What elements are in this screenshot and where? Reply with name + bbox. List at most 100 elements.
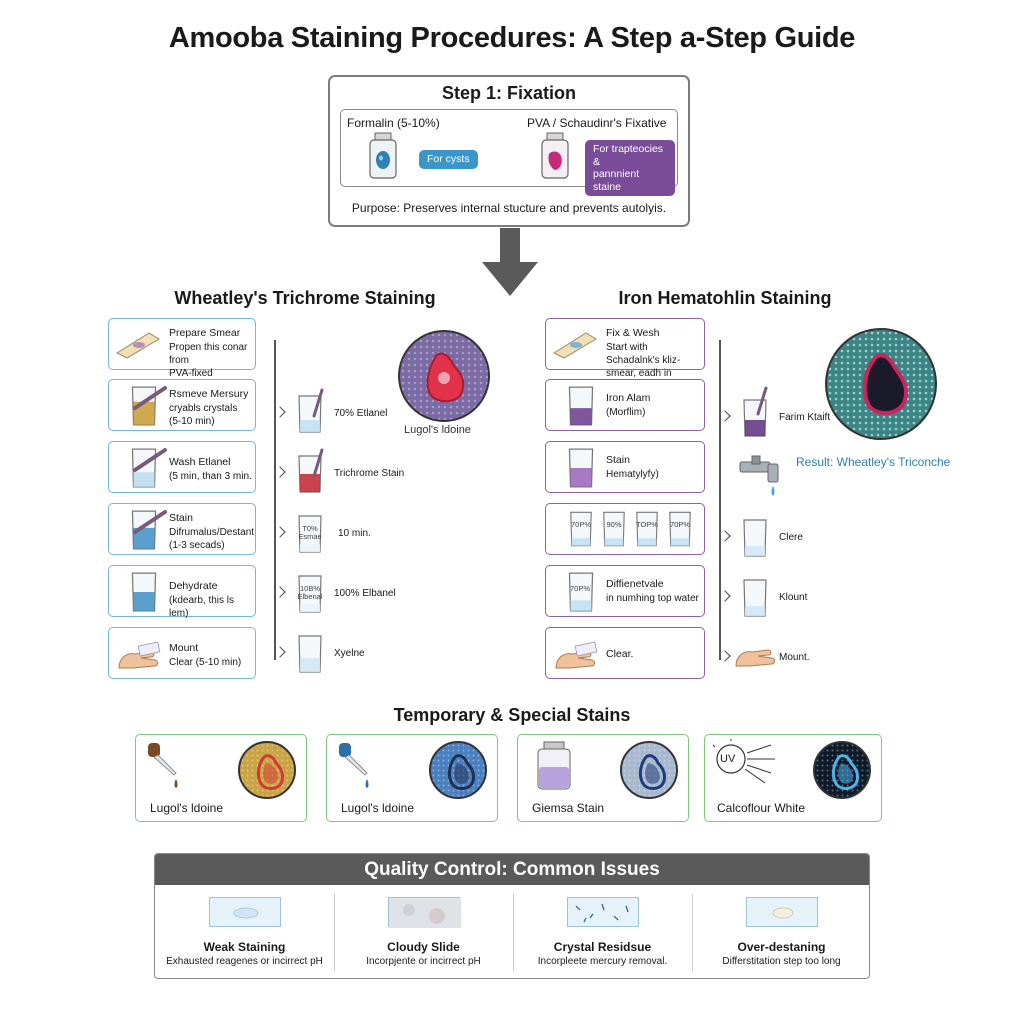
iron-step-line: (Morflim): [606, 406, 646, 418]
formalin-note-bubble: For cysts: [419, 150, 478, 169]
stir-rod-icon: [312, 388, 324, 418]
qc-slide-thumbnail: [208, 897, 281, 927]
beaker-label: T0% Esmae: [298, 524, 322, 542]
qc-issue-title: Over-destaning: [737, 940, 826, 954]
trichrome-title: Wheatley's Trichrome Staining: [174, 288, 436, 308]
stained-cell-micrograph: [813, 741, 871, 799]
beaker-label: 10B% Elbenal: [297, 584, 323, 602]
temporary-title: Temporary & Special Stains: [393, 705, 631, 725]
fixation-purpose: Purpose: Preserves internal stucture and…: [351, 201, 667, 215]
iron-step-card: Clear.: [545, 627, 705, 679]
beaker-label: 70P%: [570, 584, 591, 593]
iron-step-line: Hematylyfy): [606, 468, 659, 480]
iron-reagent-label: Klount: [779, 592, 808, 603]
beaker-icon: [741, 518, 769, 563]
temporary-stain-label: Lugol's ldoine: [341, 801, 415, 815]
iron-step-text: Iron Alam(Morflim): [606, 392, 704, 419]
qc-separator: [513, 894, 514, 972]
qc-issue-title: Crystal Residsue: [553, 940, 652, 954]
trichrome-step-title: Rsmeve Mersury: [169, 388, 249, 400]
formalin-jar-icon: [369, 132, 397, 179]
beaker-icon: 70P%: [568, 510, 594, 553]
faucet-icon: [738, 452, 788, 507]
trichrome-step-line: cryabls crystals: [169, 402, 238, 414]
temporary-stain-card: Lugol's ldoine: [135, 734, 307, 822]
iron-step-text: Clear.: [606, 648, 704, 662]
beaker-icon: [129, 509, 159, 556]
flow-arrow-icon: [274, 526, 286, 538]
down-arrow-icon: [482, 228, 538, 296]
beaker-label: TOP%: [636, 519, 658, 529]
trichrome-step-title: Mount: [169, 642, 199, 654]
temporary-stain-label: Lugol's ldoine: [150, 801, 224, 815]
flow-arrow-icon: [274, 646, 286, 658]
iron-step-line: in numhing top water: [606, 592, 699, 604]
pva-note-bubble: For trapteocies & pannnient staine: [585, 140, 675, 197]
beaker-label: 90%: [606, 519, 622, 529]
iron-reagent-label: Clere: [779, 532, 803, 543]
trichrome-reagent-label: 100% Elbanel: [334, 588, 396, 599]
giemsa-jar-icon: [537, 741, 571, 790]
stained-cell-micrograph: [238, 741, 296, 799]
quality-control-panel: Quality Control: Common Issues Weak Stai…: [154, 853, 870, 979]
uv-label: UV: [720, 753, 736, 765]
beaker-icon: 10B% Elbenal: [296, 574, 324, 619]
trichrome-step-card: Dehydrate(kdearb, this ls lem): [108, 565, 256, 620]
beaker-icon: [296, 394, 324, 439]
stir-rod-icon: [312, 448, 324, 478]
beaker-icon: [566, 385, 596, 432]
hand-mount-icon: [732, 636, 776, 673]
pva-jar-icon: [541, 132, 569, 179]
trichrome-step-line: (5 min, than 3 min.: [169, 470, 252, 482]
beaker-icon: T0% Esmae: [296, 514, 324, 559]
trichrome-reagent-label: 10 min.: [338, 528, 371, 539]
trichrome-step-line: (1-3 secads): [169, 539, 225, 551]
trichrome-result-micrograph: [398, 330, 490, 422]
qc-issue-description: Differstitation step too long: [722, 956, 841, 967]
beaker-icon: [296, 454, 324, 499]
qc-issue-description: Exhausted reagenes or incirrect pH: [166, 956, 323, 967]
beaker-icon: [296, 634, 324, 679]
qc-slide-thumbnail: [745, 897, 818, 927]
flow-arrow-icon: [719, 650, 731, 662]
qc-separator: [692, 894, 693, 972]
quality-control-title: Quality Control: Common Issues: [155, 854, 869, 885]
qc-separator: [334, 894, 335, 972]
iron-result-micrograph: [825, 328, 937, 440]
hand-mount-icon: [555, 641, 598, 669]
qc-issue-description: Incorpleete mercury removal.: [537, 956, 668, 967]
beaker-icon: TOP%: [634, 510, 660, 553]
step1-panel: Step 1: Fixation Formalin (5-10%) For cy…: [328, 75, 690, 227]
flow-arrow-icon: [274, 406, 286, 418]
uv-light-icon: [712, 739, 775, 784]
trichrome-step-card: Wash Etlanel (5 min, than 3 min.: [108, 441, 256, 493]
trichrome-step-text: Dehydrate(kdearb, this ls lem): [169, 580, 255, 620]
qc-issue-title: Cloudy Slide: [387, 940, 460, 954]
trichrome-flow-line: [274, 340, 276, 660]
slide-icon: [552, 332, 597, 359]
beaker-icon: [566, 571, 596, 618]
dropper-icon: [339, 743, 369, 788]
trichrome-step-title: Wash Etlanel: [169, 456, 231, 468]
formalin-label: Formalin (5-10%): [347, 116, 440, 130]
flow-arrow-icon: [274, 466, 286, 478]
beaker-icon: 90%: [601, 510, 627, 553]
iron-result-label: Result: Wheatley's Triconche: [796, 455, 951, 469]
iron-step-card: 70P%90%TOP%70P%: [545, 503, 705, 555]
pva-label: PVA / Schaudinr's Fixative: [527, 116, 667, 130]
trichrome-step-line: Propen this conar from: [169, 341, 248, 366]
page-title: Amooba Staining Procedures: A Step a-Ste…: [168, 22, 856, 54]
stir-rod-icon: [133, 386, 167, 410]
trichrome-step-title: Dehydrate: [169, 580, 218, 592]
step1-title: Step 1: Fixation: [441, 83, 576, 103]
